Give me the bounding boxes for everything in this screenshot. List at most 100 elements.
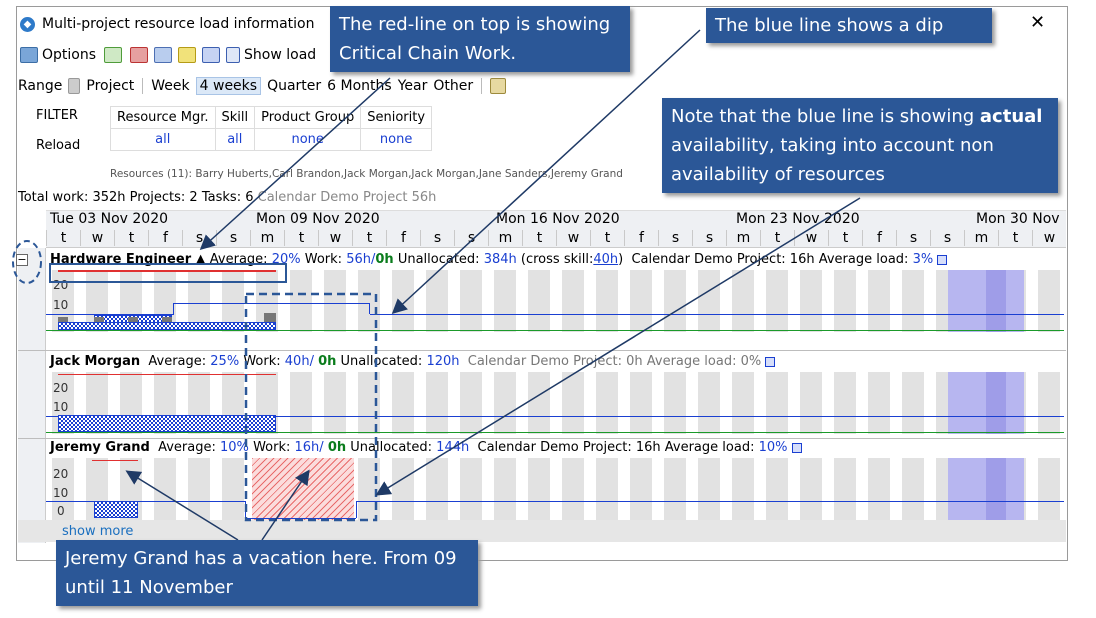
y-axis-label: 10: [53, 486, 69, 500]
day-column: [528, 372, 550, 434]
options-icon[interactable]: [20, 47, 38, 63]
availability-line: [46, 501, 246, 502]
day-column: [494, 270, 516, 332]
day-column: [154, 458, 176, 520]
day-column: [426, 458, 448, 520]
calendar-project-label: Calendar Demo Project: [467, 354, 618, 369]
day-label: f: [386, 230, 420, 246]
average-load-label: Average load:: [646, 354, 737, 369]
average-label: Average:: [148, 354, 207, 369]
unallocated-label: Unallocated:: [340, 354, 423, 369]
average-value: 25%: [210, 354, 240, 369]
load-graph-icon[interactable]: [178, 47, 197, 63]
day-column: [596, 270, 618, 332]
resource-name[interactable]: Jack Morgan: [50, 354, 141, 369]
day-column: [1038, 270, 1060, 332]
spreadsheet-icon[interactable]: [104, 47, 123, 63]
resource-name[interactable]: Hardware Engineer ▲: [50, 252, 206, 267]
day-column: [324, 372, 346, 434]
info-icon[interactable]: [937, 254, 948, 265]
work-label: Work:: [243, 354, 281, 369]
day-column: [426, 270, 448, 332]
info-icon[interactable]: [765, 356, 776, 367]
day-column: [358, 458, 380, 520]
filter-value-resource-mgr[interactable]: all: [110, 128, 216, 151]
average-load-value: 3%: [912, 252, 934, 267]
cross-skill-close: ): [618, 252, 624, 267]
lock-icon: [68, 78, 81, 94]
row-divider: [18, 350, 1066, 351]
filter-value-product-group[interactable]: none: [254, 128, 362, 151]
calendar-project-value: : 16h: [781, 252, 815, 267]
day-label: s: [216, 230, 250, 246]
range-6-months[interactable]: 6 Months: [327, 78, 392, 94]
range-year[interactable]: Year: [397, 78, 428, 94]
reload-button[interactable]: Reload: [36, 138, 81, 153]
range-4-weeks[interactable]: 4 weeks: [195, 77, 262, 95]
range-week[interactable]: Week: [151, 78, 190, 94]
load-marker: [58, 317, 68, 322]
print-icon[interactable]: [130, 47, 149, 63]
critical-chain-line: [92, 460, 138, 461]
availability-line: [370, 314, 1064, 315]
day-label: w: [556, 230, 590, 246]
cross-skill-value[interactable]: 40h: [593, 252, 619, 267]
day-label: s: [692, 230, 726, 246]
divider: [481, 78, 483, 94]
day-label: s: [896, 230, 930, 246]
range-quarter[interactable]: Quarter: [267, 78, 322, 94]
show-more-link[interactable]: show more: [62, 524, 134, 539]
row-header-hardware-engineer: Hardware Engineer ▲ Average: 20% Work: 5…: [50, 252, 948, 267]
y-axis-label: 10: [53, 298, 69, 312]
day-column: [834, 372, 856, 434]
calendar-icon[interactable]: [490, 78, 507, 94]
day-column: [392, 372, 414, 434]
availability-line: [369, 303, 370, 314]
week-label: Mon 30 Nov: [976, 211, 1060, 227]
day-column: [902, 372, 924, 434]
cross-skill-label: (cross skill:: [520, 252, 594, 267]
day-label: t: [284, 230, 318, 246]
day-column: [562, 458, 584, 520]
day-label: s: [454, 230, 488, 246]
filter-value-skill[interactable]: all: [214, 128, 256, 151]
filter-value-seniority[interactable]: none: [360, 128, 433, 151]
unallocated-label: Unallocated:: [350, 440, 433, 455]
day-label: t: [828, 230, 862, 246]
show-load-icon[interactable]: [226, 47, 241, 63]
day-label: t: [998, 230, 1032, 246]
filter-table: Resource Mgr. Skill Product Group Senior…: [110, 106, 433, 151]
info-icon[interactable]: [791, 442, 802, 453]
day-label: s: [182, 230, 216, 246]
day-label: t: [590, 230, 624, 246]
critical-chain-line: [58, 270, 276, 272]
day-column: [596, 458, 618, 520]
unallocated-value: 384h: [483, 252, 517, 267]
critical-chain-line: [58, 374, 276, 375]
options-button[interactable]: Options: [42, 47, 97, 63]
range-project[interactable]: Project: [86, 78, 135, 94]
day-column: [494, 372, 516, 434]
show-load-button[interactable]: Show load: [244, 47, 317, 63]
chart-icon[interactable]: [202, 47, 221, 63]
collapse-icon[interactable]: −: [16, 253, 28, 266]
day-column: [664, 270, 686, 332]
day-column: [834, 270, 856, 332]
resources-icon[interactable]: [154, 47, 173, 63]
resource-name[interactable]: Jeremy Grand: [50, 440, 150, 455]
day-column: [664, 458, 686, 520]
day-column: [766, 270, 788, 332]
close-icon[interactable]: ✕: [1030, 12, 1046, 33]
week-label: Mon 16 Nov 2020: [496, 211, 620, 227]
future-range: [986, 270, 1006, 332]
day-column: [222, 270, 244, 332]
day-column: [460, 270, 482, 332]
total-calendar: Calendar Demo Project 56h: [257, 190, 437, 205]
day-column: [460, 458, 482, 520]
day-column: [766, 372, 788, 434]
range-other[interactable]: Other: [433, 78, 474, 94]
day-column: [698, 458, 720, 520]
day-column: [902, 270, 924, 332]
day-column: [426, 372, 448, 434]
load-marker: [162, 317, 172, 322]
